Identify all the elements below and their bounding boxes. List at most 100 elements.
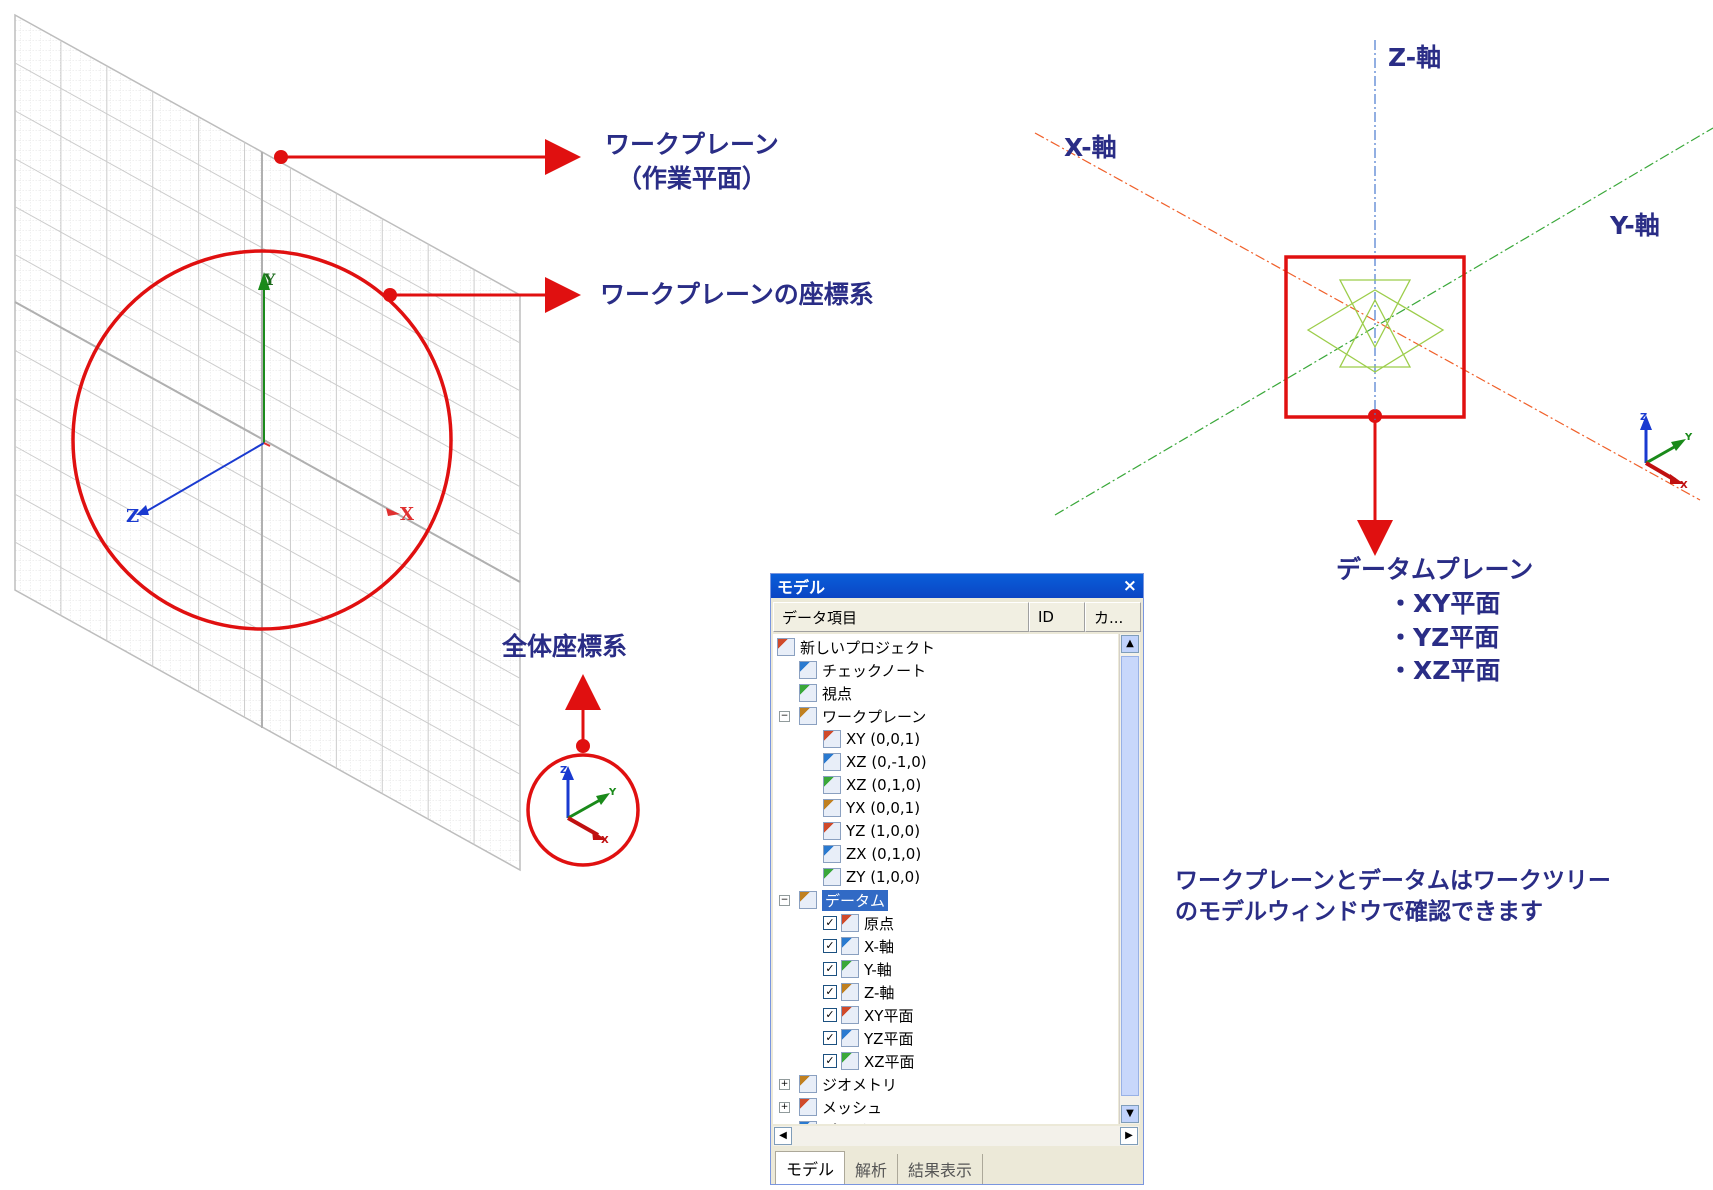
model-window[interactable]: モデル × データ項目 ID カ... 新しいプロジェクトチェックノート視点 −ワ… (770, 573, 1144, 1185)
tree-node-icon (799, 707, 817, 725)
tree-item[interactable]: XZ (0,1,0) (823, 774, 921, 796)
datum-y-axis-label: Y-軸 (1610, 211, 1660, 240)
tree-item-label: 視点 (822, 684, 853, 703)
expand-icon[interactable]: + (779, 1102, 790, 1113)
tree-node-icon (841, 983, 859, 1001)
tree-item-label: YX (0,0,1) (846, 799, 921, 817)
tree-node-icon (799, 1121, 817, 1124)
tree-item[interactable]: − データム (779, 889, 889, 911)
workplane-axes: Y Z X (126, 270, 414, 527)
tree-item-label: ZX (0,1,0) (846, 845, 922, 863)
visibility-checkbox[interactable]: ✓ (823, 916, 837, 930)
tree-node-icon (823, 776, 841, 794)
tree-item[interactable]: −ワークプレーン (779, 705, 926, 727)
visibility-checkbox[interactable]: ✓ (823, 985, 837, 999)
tree-node-icon (841, 1006, 859, 1024)
workplane-coords-callout: ワークプレーンの座標系 (600, 280, 874, 309)
column-category[interactable]: カ... (1085, 602, 1141, 632)
tree-item[interactable]: チェックノート (799, 659, 926, 681)
tree-item-label: データム (822, 889, 889, 911)
tree-node-icon (823, 799, 841, 817)
tree-vertical-scrollbar[interactable]: ▲ ▼ (1119, 634, 1140, 1124)
tree-item[interactable]: +ジオメトリ (779, 1073, 897, 1095)
model-window-titlebar[interactable]: モデル × (771, 574, 1143, 598)
expand-icon[interactable]: + (779, 1079, 790, 1090)
tree-item[interactable]: XZ (0,-1,0) (823, 751, 927, 773)
visibility-checkbox[interactable]: ✓ (823, 1054, 837, 1068)
tree-item-label: XZ (0,1,0) (846, 776, 922, 794)
tree-item-label: XZ平面 (864, 1052, 915, 1071)
tree-item[interactable]: 視点 (799, 682, 852, 704)
tree-node-icon (841, 960, 859, 978)
tree-node-icon (841, 937, 859, 955)
tab-0[interactable]: モデル (775, 1151, 846, 1184)
tree-item[interactable]: ✓ X-軸 (823, 935, 894, 957)
note-line2: のモデルウィンドウで確認できます (1175, 899, 1543, 926)
datum-plane-item-xy: ・XY平面 (1388, 588, 1501, 618)
datum-plane-item-xz: ・XZ平面 (1388, 656, 1501, 686)
tree-item[interactable]: ✓ Y-軸 (823, 958, 892, 980)
column-id[interactable]: ID (1029, 602, 1085, 632)
tree-item[interactable]: ✓ YZ平面 (823, 1027, 913, 1049)
tree-node-icon (841, 1052, 859, 1070)
tree-item[interactable]: ZY (1,0,0) (823, 866, 920, 888)
scroll-thumb[interactable] (1121, 656, 1139, 1096)
tree-item[interactable]: YZ (1,0,0) (823, 820, 920, 842)
tree-item[interactable]: ✓ XZ平面 (823, 1050, 915, 1072)
visibility-checkbox[interactable]: ✓ (823, 939, 837, 953)
model-window-title: モデル (777, 578, 826, 597)
close-icon[interactable]: × (1122, 576, 1137, 596)
datum-planes-glyph (1306, 279, 1445, 373)
visibility-checkbox[interactable]: ✓ (823, 962, 837, 976)
tree-node-icon (799, 684, 817, 702)
datum-plane-title: データムプレーン (1336, 555, 1534, 584)
tab-1[interactable]: 解析 (845, 1154, 899, 1184)
datum-x-axis-label: X-軸 (1064, 133, 1117, 162)
scroll-down-arrow-icon[interactable]: ▼ (1121, 1105, 1139, 1123)
tree-item-label: 原点 (864, 914, 895, 933)
tree-item[interactable]: + メッシュ (779, 1096, 883, 1118)
visibility-checkbox[interactable]: ✓ (823, 1008, 837, 1022)
tree-item-label: YZ (1,0,0) (846, 822, 921, 840)
tree-item[interactable]: ✓ XY平面 (823, 1004, 913, 1026)
tree-node-icon (799, 1075, 817, 1093)
tree-horizontal-scrollbar[interactable]: ◀ ▶ (773, 1126, 1139, 1146)
tree-item-label: YZ平面 (864, 1029, 914, 1048)
datum-plane-item-yz: ・YZ平面 (1388, 622, 1500, 652)
tree-node-icon (799, 1098, 817, 1116)
view-triad-x-label: X (1680, 480, 1688, 491)
scroll-right-arrow-icon[interactable]: ▶ (1120, 1127, 1138, 1145)
workplane-z-label: Z (126, 506, 139, 527)
collapse-icon[interactable]: − (779, 711, 790, 722)
global-triad: Z Y X (560, 765, 617, 846)
collapse-icon[interactable]: − (779, 895, 790, 906)
tab-2[interactable]: 結果表示 (898, 1154, 984, 1184)
scroll-up-arrow-icon[interactable]: ▲ (1121, 635, 1139, 653)
datum-plane-box (1284, 255, 1466, 419)
visibility-checkbox[interactable]: ✓ (823, 1031, 837, 1045)
tree-item[interactable]: +プロパティ (799, 1119, 896, 1124)
column-data-item[interactable]: データ項目 (773, 602, 1029, 632)
tree-item[interactable]: XY (0,0,1) (823, 728, 920, 750)
callout-arrows (274, 139, 1393, 753)
tree-item-label: プロパティ (822, 1120, 896, 1125)
workplane-callout-line2: （作業平面） (616, 163, 767, 193)
tree-item[interactable]: ✓ 原点 (823, 912, 894, 934)
tree-item-label: Y-軸 (864, 960, 892, 979)
tree-item[interactable]: 新しいプロジェクト (777, 636, 935, 658)
y-axis-arrowhead (258, 272, 270, 290)
tree-item[interactable]: ZX (0,1,0) (823, 843, 921, 865)
tree-item-label: X-軸 (864, 937, 894, 956)
view-triad-y-label: Y (1684, 432, 1693, 443)
tree-item[interactable]: ✓Z-軸 (823, 981, 894, 1003)
tree-node-icon (841, 1029, 859, 1047)
global-coords-circle (526, 753, 640, 867)
tree-item-label: XY平面 (864, 1006, 914, 1025)
scroll-left-arrow-icon[interactable]: ◀ (774, 1127, 792, 1145)
tree-node-icon (841, 914, 859, 932)
tree-node-icon (823, 730, 841, 748)
tree-item-label: ZY (1,0,0) (846, 868, 921, 886)
tree-item-label: メッシュ (822, 1098, 883, 1117)
tree-item[interactable]: YX (0,0,1) (823, 797, 920, 819)
